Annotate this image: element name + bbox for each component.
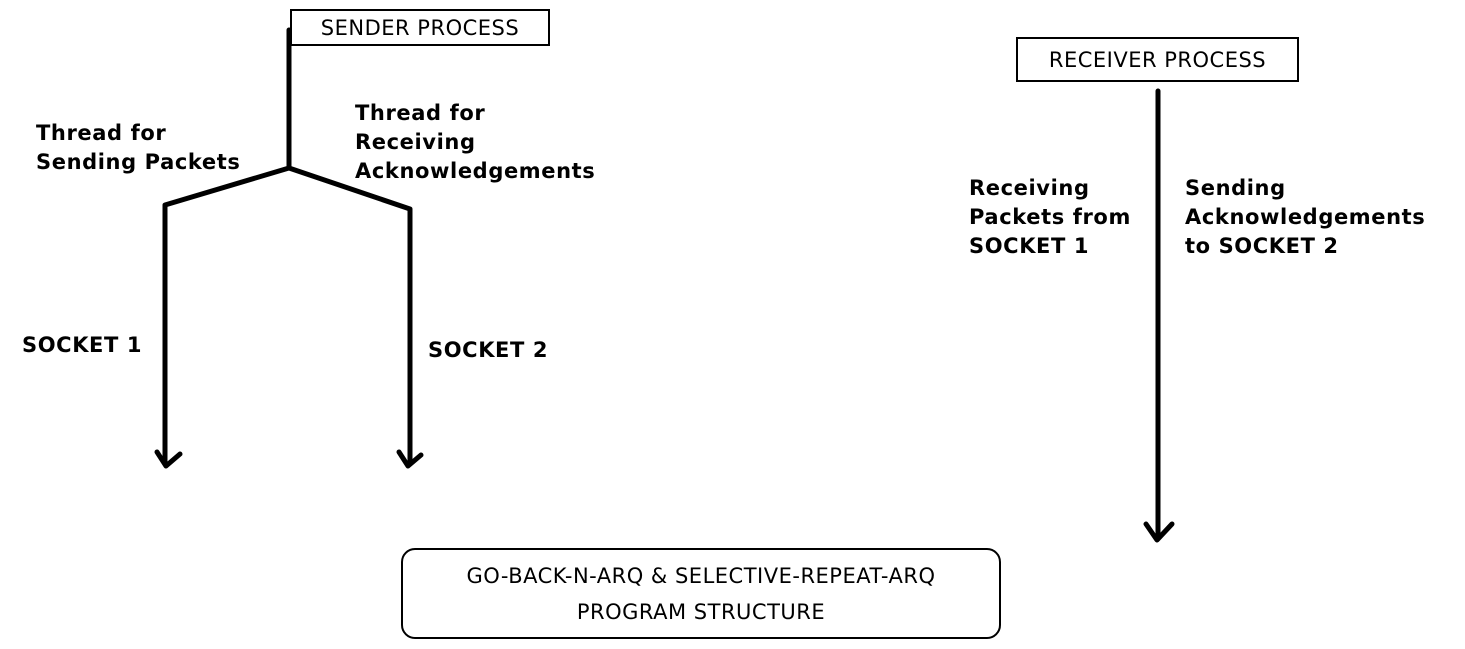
sending-acks-label-line: Acknowledgements [1185,205,1426,229]
socket1-arrowhead [154,449,183,469]
receiving-packets-label-line: Receiving [969,176,1090,200]
sending-acks-label-line: to SOCKET 2 [1185,234,1339,258]
sender-process-title: SENDER PROCESS [320,15,520,40]
receiving-packets-label-line: SOCKET 1 [969,234,1090,258]
receiver-arrowhead [1143,521,1175,543]
receiver-process-title: RECEIVER PROCESS [1048,47,1267,72]
recv-thread-label-line: Acknowledgements [355,159,596,183]
recv-thread-branch [286,165,413,465]
send-thread-label-line: Sending Packets [36,150,241,174]
send-thread-branch [162,165,292,465]
recv-thread-label-line: Thread for [355,101,486,125]
socket2-arrowhead [396,449,424,469]
send-thread-label: Thread for Sending Packets [36,119,240,177]
diagram-title-line2: PROGRAM STRUCTURE [576,599,826,624]
socket1-label: SOCKET 1 [22,333,143,357]
sending-acks-label: Sending Acknowledgements to SOCKET 2 [1185,174,1425,261]
receiving-packets-label: Receiving Packets from SOCKET 1 [969,174,1131,261]
receiver-process-box: RECEIVER PROCESS [1016,37,1299,82]
recv-thread-label: Thread for Receiving Acknowledgements [355,99,595,186]
receiving-packets-label-line: Packets from [969,205,1131,229]
diagram-title-box: GO-BACK-N-ARQ & SELECTIVE-REPEAT-ARQ PRO… [401,548,1001,639]
sending-acks-label-line: Sending [1185,176,1286,200]
sender-process-box: SENDER PROCESS [290,9,550,46]
send-thread-label-line: Thread for [36,121,167,145]
diagram-title-line1: GO-BACK-N-ARQ & SELECTIVE-REPEAT-ARQ [466,563,936,588]
socket2-label: SOCKET 2 [428,338,549,362]
recv-thread-label-line: Receiving [355,130,476,154]
